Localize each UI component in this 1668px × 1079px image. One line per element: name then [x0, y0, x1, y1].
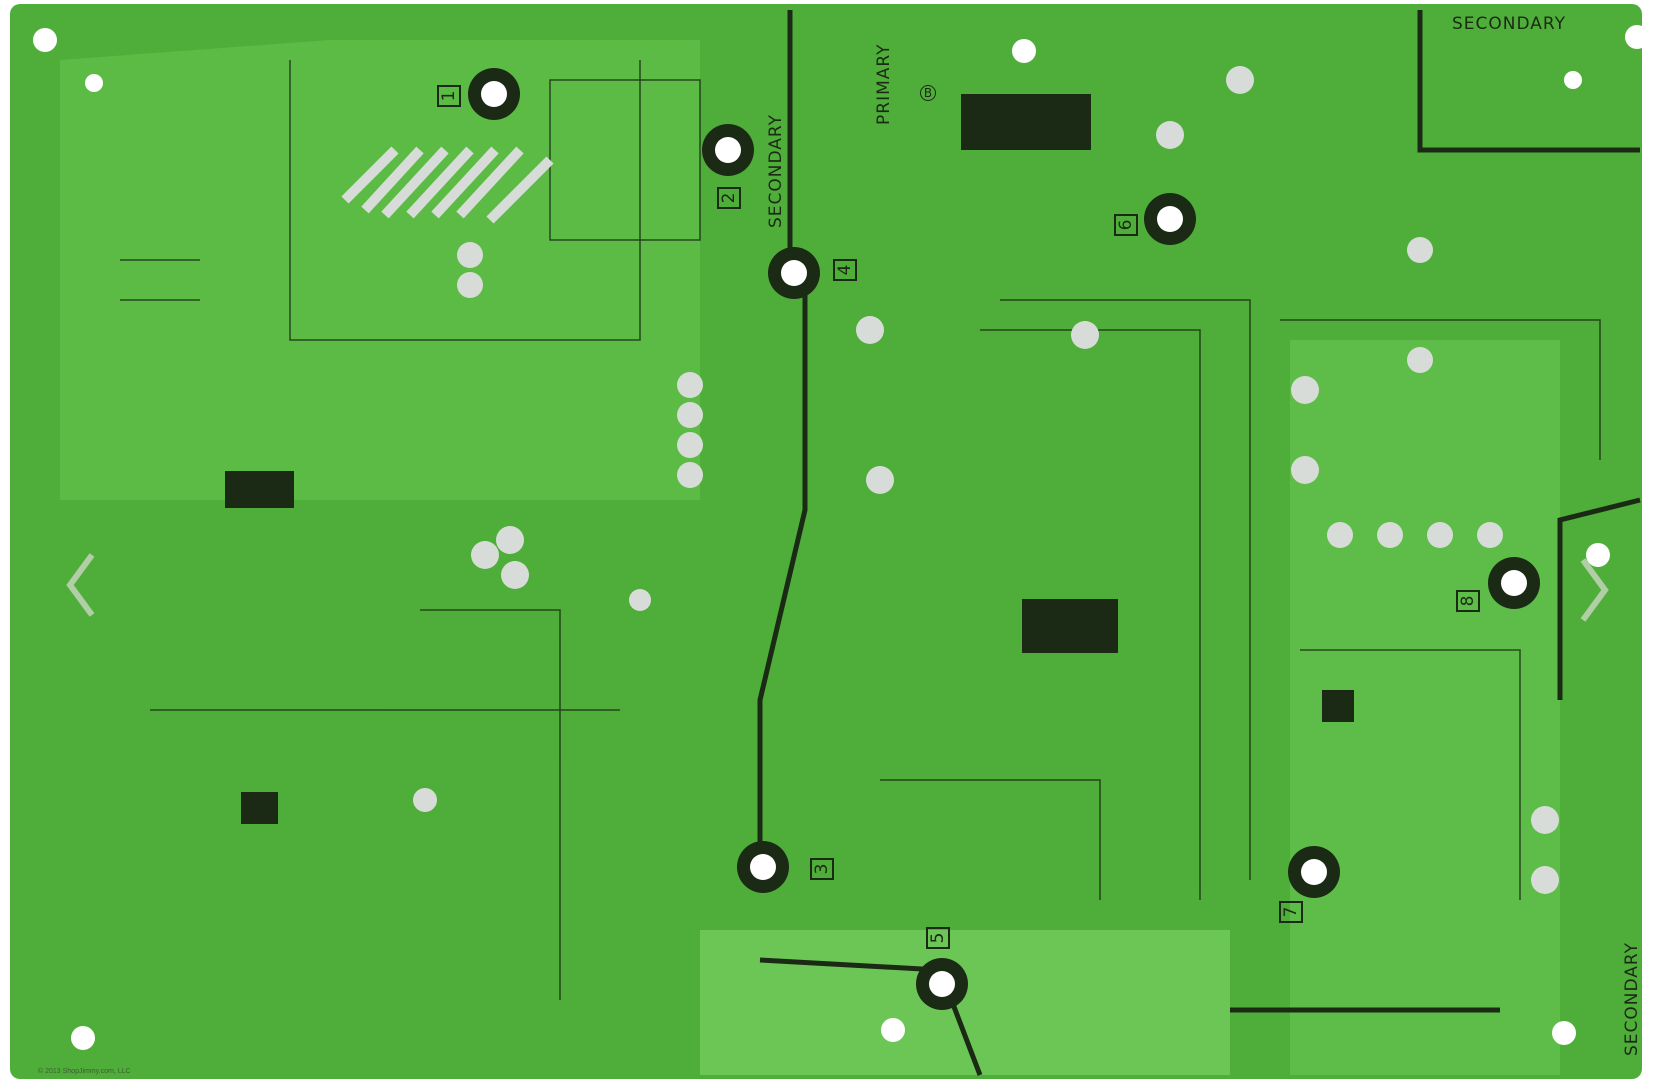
copper-pour-left [60, 40, 700, 500]
marker-7: 7 [1279, 901, 1303, 923]
chevron-right-icon [1580, 558, 1609, 622]
mounting-holes [33, 25, 1649, 1050]
marker-4: 4 [833, 259, 857, 281]
silk-secondary-top: SECONDARY [1452, 14, 1567, 34]
traces [120, 60, 1601, 1000]
marker-2: 2 [717, 187, 741, 209]
mounting-hole-rings [468, 68, 1540, 1010]
isolation-lines [757, 10, 1641, 1076]
solder-pads [413, 66, 1559, 894]
silk-secondary-center: SECONDARY [766, 113, 786, 228]
copper-pour-bottom [700, 930, 1230, 1075]
marker-5: 5 [926, 927, 950, 949]
silk-primary: PRIMARY [874, 43, 894, 125]
silk-secondary-right: SECONDARY [1622, 941, 1642, 1056]
heatsink-hatching [341, 146, 554, 224]
carousel-prev-button[interactable] [62, 550, 102, 620]
marker-8: 8 [1456, 590, 1480, 612]
silk-primary-mark: B [920, 85, 936, 101]
marker-6: 6 [1114, 214, 1138, 236]
watermark: © 2013 ShopJimmy.com, LLC [38, 1068, 131, 1075]
marker-1: 1 [437, 85, 461, 107]
black-label-block [961, 94, 1091, 150]
chevron-left-icon [66, 553, 95, 617]
marker-3: 3 [810, 858, 834, 880]
carousel-next-button[interactable] [1573, 555, 1613, 625]
ics [225, 94, 1354, 824]
